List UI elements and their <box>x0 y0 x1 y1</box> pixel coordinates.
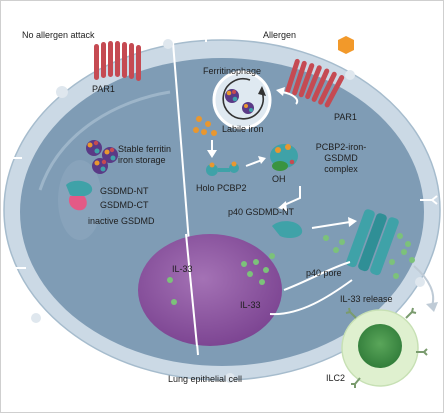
membrane-receptors <box>4 24 438 273</box>
label-inactive-gsdmd: inactive GSDMD <box>88 216 155 226</box>
label-gsdmd-ct: GSDMD-CT <box>100 200 149 210</box>
il33-left-nucleus-dots <box>167 277 177 305</box>
label-pcbp2-complex-1: PCBP2-iron- <box>315 142 367 152</box>
cytoplasm <box>20 58 424 366</box>
ilc2-cell <box>341 307 428 388</box>
p40-pore <box>346 209 399 276</box>
label-p40-pore: p40 pore <box>306 268 342 278</box>
label-holo-pcbp2: Holo PCBP2 <box>196 183 247 193</box>
inactive-gsdmd-protein <box>66 180 93 211</box>
header-allergen: Allergen <box>263 30 297 40</box>
holo-pcbp2-protein <box>206 161 239 176</box>
par1-left-receptor <box>94 41 141 81</box>
label-stable-ferritin-1: Stable ferritin <box>118 144 172 154</box>
label-par1-right: PAR1 <box>334 112 357 122</box>
label-lung-epithelial-cell: Lung epithelial cell <box>168 374 243 384</box>
label-par1-left: PAR1 <box>92 84 115 94</box>
label-pcbp2-complex-3: complex <box>324 164 358 174</box>
allergen-icon <box>338 36 354 54</box>
label-il33-release: IL-33 release <box>340 294 393 304</box>
label-oh: OH <box>272 174 286 184</box>
ferritin-cluster-vesicle <box>225 89 254 114</box>
label-il33-right: IL-33 <box>240 300 261 310</box>
nucleus-divider <box>185 233 198 347</box>
membrane-bumps <box>31 39 425 383</box>
nucleus <box>138 234 282 346</box>
label-il33-nucleus: IL-33 <box>172 264 193 274</box>
il33-nucleus-dots <box>241 253 275 285</box>
label-ilc2: ILC2 <box>326 373 346 383</box>
label-labile-iron: Labile iron <box>222 124 264 134</box>
label-ferritinophage: Ferritinophage <box>203 66 262 76</box>
label-pcbp2-complex-2: GSDMD <box>324 153 358 163</box>
par1-right-receptor <box>285 58 345 108</box>
il33-release-dots <box>323 233 415 279</box>
cycle-arrow-icon <box>222 78 264 120</box>
label-p40-gsdmd-nt: p40 GSDMD-NT <box>228 207 295 217</box>
labile-iron-dots <box>193 116 217 136</box>
label-stable-ferritin-2: iron storage <box>118 155 166 165</box>
label-gsdmd-nt: GSDMD-NT <box>100 186 149 196</box>
stable-ferritin-cluster <box>86 140 118 174</box>
header-no-allergen: No allergen attack <box>22 30 95 40</box>
pcbp2-gsdmd-complex <box>270 144 298 171</box>
p40-gsdmd-nt-protein <box>272 221 303 238</box>
